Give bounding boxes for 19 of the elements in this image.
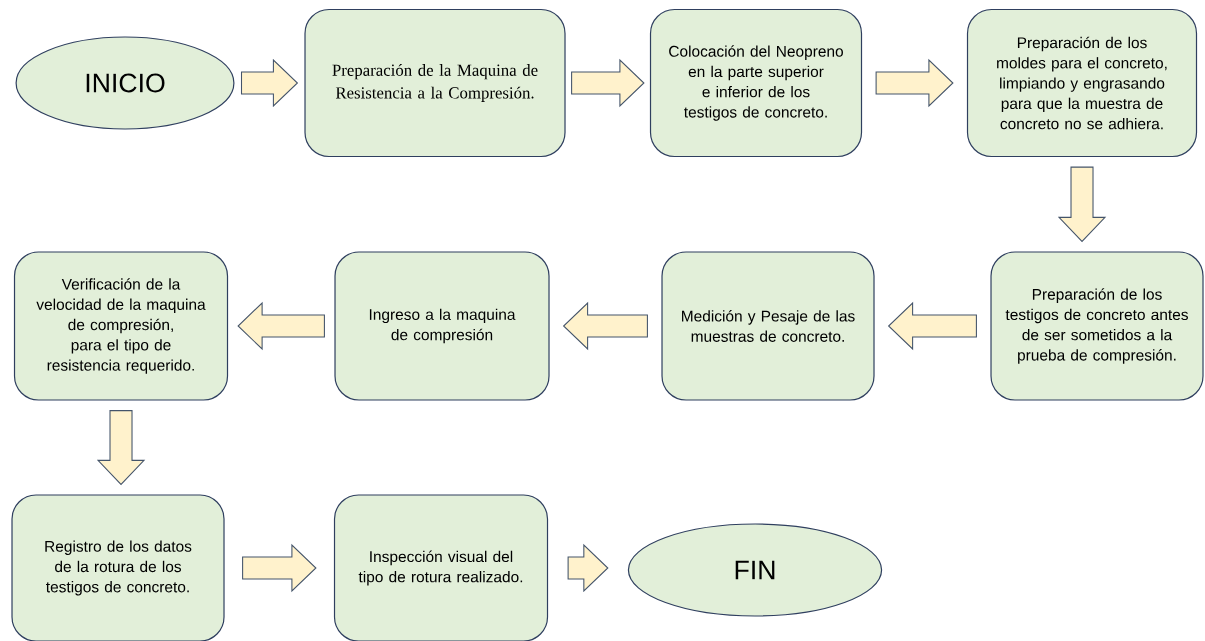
process-box: Ingreso a la maquina de compresión [334, 251, 550, 401]
block-arrow [242, 543, 317, 593]
process-box: Colocación del Neopreno en la parte superior e inferior de los testigos de concreto. [649, 8, 863, 158]
process-box: Verificación de la velocidad de la maquina de compresión, para el tipo de resistencia requerido. [13, 251, 229, 401]
block-arrow [237, 301, 325, 351]
process-box: Inspección visual del tipo de rotura realizado. [333, 494, 549, 641]
process-box: Preparación de los moldes para el concreto, limpiando y engrasando para que la muestra de concreto no se adhiera. [966, 8, 1198, 158]
block-arrow [875, 58, 954, 108]
block-arrow [1057, 166, 1107, 243]
process-box: Medición y Pesaje de las muestras de concreto. [661, 251, 875, 401]
block-arrow [562, 301, 648, 351]
process-box: Preparación de los testigos de concreto antes de ser sometidos a la prueba de compresión. [990, 251, 1204, 401]
process-box: Registro de los datos de la rotura de los testigos de concreto. [11, 494, 225, 641]
block-arrow [887, 301, 977, 351]
block-arrow [96, 410, 146, 486]
process-box: Preparación de la Maquina de Resistencia a la Compresión. [304, 8, 566, 158]
block-arrow [567, 543, 609, 593]
block-arrow [571, 58, 645, 108]
block-arrow [240, 58, 299, 108]
